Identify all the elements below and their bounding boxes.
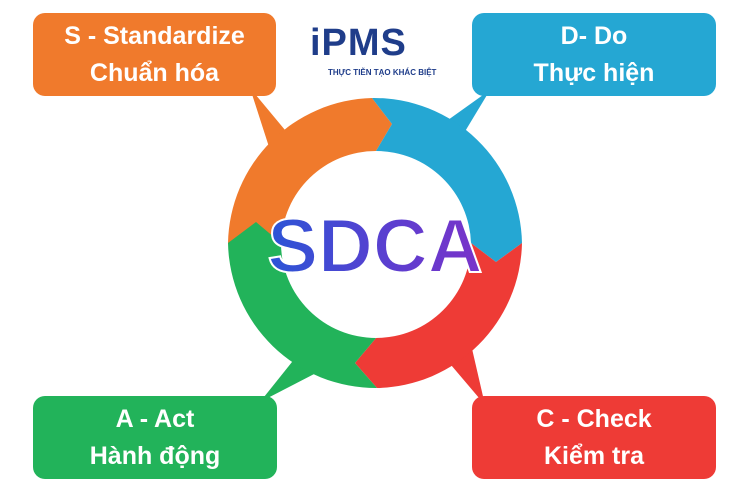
step-d-text: D- Do Thực hiện [472,13,716,96]
logo-brand: iPMS [310,22,407,64]
box-s [33,13,276,96]
step-s-subtitle: Chuẩn hóa [89,58,220,87]
step-a-text: A - Act Hành động [33,396,277,479]
box-a [33,396,277,479]
center-label: SDCA [267,204,482,289]
step-c-title: C - Check [536,404,652,433]
step-c-text: C - Check Kiểm tra [472,396,716,479]
step-s-text: S - Standardize Chuẩn hóa [33,13,276,96]
cycle-segment-d [372,97,522,262]
step-d-title: D- Do [560,21,628,50]
step-d-subtitle: Thực hiện [533,58,655,87]
ipms-logo: iPMS THỰC TIỄN TẠO KHÁC BIỆT [310,22,440,78]
step-c-subtitle: Kiểm tra [543,441,645,470]
step-s-title: S - Standardize [64,21,245,50]
step-a-subtitle: Hành động [89,441,221,470]
box-c [472,396,716,479]
cycle-segment-s [228,98,392,243]
cycle-segment-a [228,222,377,389]
logo-tagline: THỰC TIỄN TẠO KHÁC BIỆT [328,68,437,77]
cycle-segment-c [355,243,522,388]
step-a-title: A - Act [115,404,195,433]
box-d [472,13,716,96]
